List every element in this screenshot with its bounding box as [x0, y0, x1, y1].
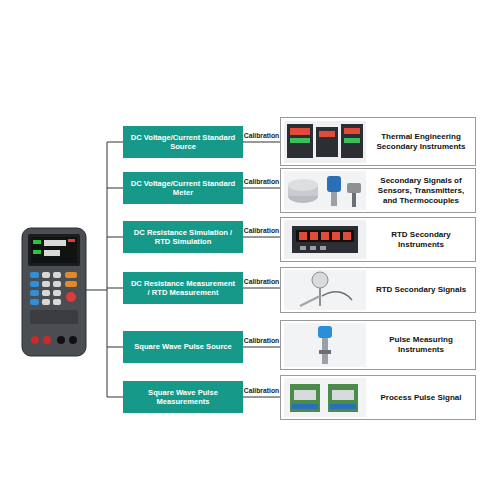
function-box: Square Wave Pulse Source	[123, 331, 243, 363]
node-text: Thermal Engineering Secondary Instrument…	[371, 132, 471, 152]
function-box: DC Voltage/Current Standard Source	[123, 126, 243, 158]
tree-lines	[86, 142, 123, 397]
node-text: Square Wave Pulse Measurements	[129, 388, 237, 407]
edge-label: Calibration	[244, 387, 280, 394]
calibration-connector	[243, 237, 280, 238]
calibration-connector	[243, 347, 280, 348]
text-stack: Square Wave Pulse Source	[134, 342, 232, 352]
calibration-connector	[243, 142, 280, 143]
target-box: Pulse Measuring Instruments	[280, 320, 476, 370]
panel-meters-photo	[284, 121, 366, 163]
function-box: DC Resistance Simulation / RTD Simulatio…	[123, 221, 243, 253]
calibrator-device	[22, 228, 86, 356]
calibration-connector	[243, 397, 280, 398]
sensor-transmitter-photo	[284, 171, 366, 210]
text-stack: DC Resistance Measurement / RTD Measurem…	[129, 279, 237, 298]
node-text: DC Voltage/Current Standard Meter	[129, 179, 237, 198]
edge-label: Calibration	[244, 132, 280, 139]
function-box: DC Resistance Measurement / RTD Measurem…	[123, 272, 243, 304]
text-stack: Square Wave Pulse Measurements	[129, 388, 237, 407]
pulse-sensor-photo	[284, 323, 366, 367]
target-box: RTD Secondary Signals	[280, 267, 476, 313]
edge-label: Calibration	[244, 278, 280, 285]
target-box: RTD Secondary Instruments	[280, 217, 476, 262]
node-text: DC Resistance Simulation / RTD Simulatio…	[129, 228, 237, 247]
node-text: Square Wave Pulse Source	[134, 342, 232, 352]
text-stack: Process Pulse Signal	[381, 393, 462, 403]
edge-label: Calibration	[244, 337, 280, 344]
calibration-connector	[243, 188, 280, 189]
text-stack: RTD Secondary Signals	[376, 285, 466, 295]
node-text: Secondary Signals of Sensors, Transmitte…	[371, 176, 471, 206]
edge-label: Calibration	[244, 178, 280, 185]
target-box: Thermal Engineering Secondary Instrument…	[280, 117, 476, 166]
node-text: DC Voltage/Current Standard Source	[129, 133, 237, 152]
function-box: Square Wave Pulse Measurements	[123, 381, 243, 413]
edge-label: Calibration	[244, 227, 280, 234]
calibration-connector	[243, 288, 280, 289]
function-box: DC Voltage/Current Standard Meter	[123, 172, 243, 204]
node-text: RTD Secondary Signals	[376, 285, 466, 295]
rtd-probe-photo	[284, 270, 366, 310]
node-text: Pulse Measuring Instruments	[371, 335, 471, 355]
node-text: RTD Secondary Instruments	[371, 230, 471, 250]
text-stack: DC Voltage/Current Standard Meter	[129, 179, 237, 198]
text-stack: Pulse Measuring Instruments	[371, 335, 471, 355]
rtd-instrument-photo	[284, 220, 366, 259]
text-stack: Thermal Engineering Secondary Instrument…	[371, 132, 471, 152]
text-stack: Secondary Signals of Sensors, Transmitte…	[371, 176, 471, 206]
text-stack: DC Resistance Simulation / RTD Simulatio…	[129, 228, 237, 247]
text-stack: DC Voltage/Current Standard Source	[129, 133, 237, 152]
target-box: Process Pulse Signal	[280, 375, 476, 420]
target-box: Secondary Signals of Sensors, Transmitte…	[280, 168, 476, 213]
pulse-module-photo	[284, 378, 366, 417]
node-text: Process Pulse Signal	[381, 393, 462, 403]
text-stack: RTD Secondary Instruments	[371, 230, 471, 250]
node-text: DC Resistance Measurement / RTD Measurem…	[129, 279, 237, 298]
